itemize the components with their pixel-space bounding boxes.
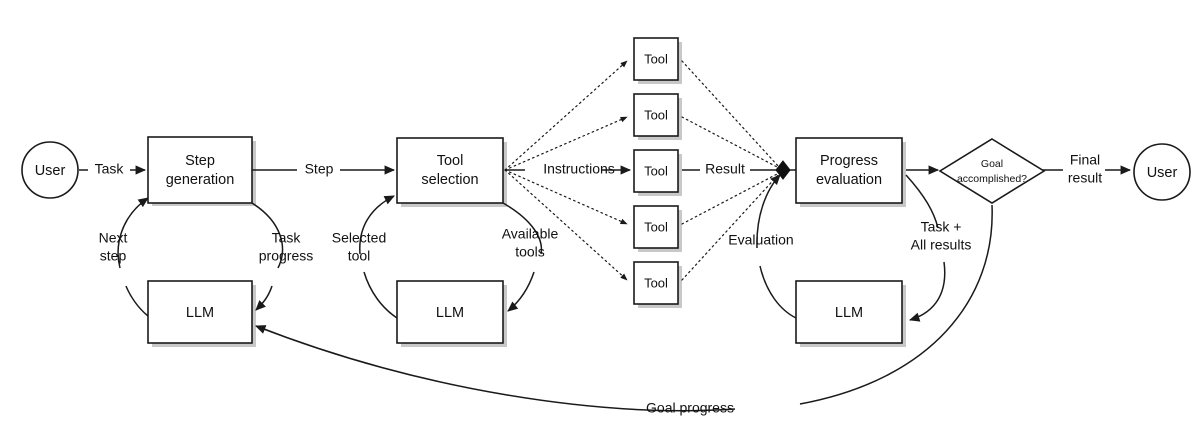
node-tool-5-label: Tool (644, 275, 668, 290)
node-llm-step-generation[interactable]: LLM (147, 280, 253, 344)
node-progress-evaluation-label-2: evaluation (816, 172, 882, 188)
node-user-end[interactable]: User (1133, 143, 1191, 201)
edge-next-step-arrow (125, 285, 149, 317)
node-tool-2-label: Tool (644, 107, 668, 122)
node-step-generation[interactable]: Step generation (147, 136, 253, 204)
node-tool-2[interactable]: Tool (633, 93, 679, 137)
edge-label-final-result-1: Final (1070, 152, 1100, 168)
edge-fanout-tool-4 (504, 169, 628, 225)
edge-fanout-tool-2 (504, 116, 628, 171)
edge-available-tools-arrow (507, 271, 535, 312)
edge-label-instructions: Instructions (543, 161, 615, 177)
node-progress-evaluation-label-1: Progress (820, 153, 878, 169)
node-step-generation-label-1: Step (185, 153, 215, 169)
edge-label-final-result-2: result (1068, 170, 1102, 186)
node-step-generation-label-2: generation (166, 172, 235, 188)
node-tool-selection-label-2: selection (421, 172, 478, 188)
edge-selected-tool-arrow (363, 271, 398, 319)
node-user-end-label: User (1147, 165, 1178, 181)
edge-label-next-step-1: Next (99, 230, 128, 246)
node-llm-tool-selection[interactable]: LLM (396, 280, 504, 344)
node-llm-progress-evaluation-label: LLM (835, 305, 863, 321)
node-tool-4-label: Tool (644, 219, 668, 234)
edge-label-task-progress-1: Task (272, 230, 302, 246)
edge-label-selected-tool-1: Selected (332, 230, 386, 246)
edge-fanout-tool-1 (504, 60, 628, 171)
node-tool-1[interactable]: Tool (633, 37, 679, 81)
edge-task-progress (251, 202, 284, 269)
node-tool-selection[interactable]: Tool selection (396, 137, 504, 204)
edge-fanin-tool-2 (681, 116, 780, 169)
node-shadows (152, 42, 906, 347)
edge-evaluation-upper (756, 174, 781, 249)
node-tool-4[interactable]: Tool (633, 205, 679, 249)
node-tool-3-label: Tool (644, 163, 668, 178)
node-tool-selection-label-1: Tool (437, 153, 464, 169)
edge-fanin-tool-4 (681, 172, 780, 225)
edge-label-task: Task (95, 161, 125, 177)
edge-goal-progress-left (255, 325, 736, 412)
node-user-start[interactable]: User (21, 141, 79, 199)
edge-label-available-tools-1: Available (502, 226, 559, 242)
edge-label-step: Step (305, 161, 334, 177)
edge-label-task-all-results-1: Task + (921, 219, 962, 235)
node-tool-1-label: Tool (644, 51, 668, 66)
edge-fanin-tool-5 (681, 173, 780, 281)
edge-fanin-tool-1 (681, 60, 780, 168)
edge-label-result: Result (705, 161, 745, 177)
node-tool-3[interactable]: Tool (633, 149, 679, 193)
edge-task-all-results-upper (905, 174, 939, 229)
edge-fanout-tool-5 (504, 169, 628, 281)
edge-label-evaluation: Evaluation (728, 232, 793, 248)
edge-label-task-all-results-2: All results (911, 237, 972, 253)
edge-task-progress-arrow (255, 285, 273, 311)
edge-evaluation-lower (759, 265, 797, 319)
node-goal-accomplished-label-1: Goal (981, 158, 1003, 170)
edge-goal-progress-right (799, 204, 993, 405)
edge-next-step (117, 197, 149, 269)
edge-label-available-tools-2: tools (515, 244, 545, 260)
node-llm-step-generation-label: LLM (186, 305, 214, 321)
node-llm-progress-evaluation[interactable]: LLM (795, 280, 903, 344)
edge-available-tools (502, 202, 543, 255)
node-tool-5[interactable]: Tool (633, 261, 679, 305)
node-goal-accomplished-decision[interactable]: Goal accomplished? (938, 138, 1046, 204)
edge-selected-tool (359, 195, 395, 255)
edge-label-next-step-2: step (100, 248, 127, 264)
node-progress-evaluation[interactable]: Progress evaluation (795, 137, 903, 204)
edge-label-goal-progress: Goal progress (646, 400, 734, 416)
edge-label-task-progress-2: progress (259, 248, 313, 264)
edge-label-selected-tool-2: tool (348, 248, 371, 264)
node-llm-tool-selection-label: LLM (436, 305, 464, 321)
node-user-start-label: User (35, 163, 66, 179)
edge-task-all-results-lower (908, 261, 946, 322)
node-goal-accomplished-label-2: accomplished? (957, 173, 1027, 185)
